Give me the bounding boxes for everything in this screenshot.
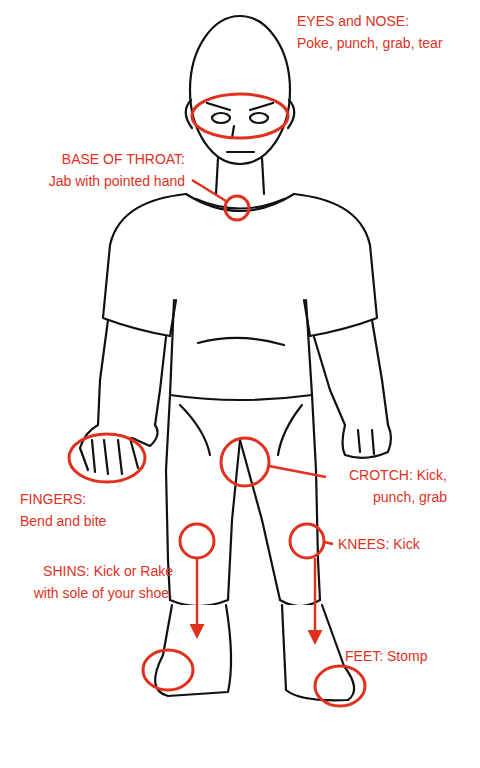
callout-label: Poke, punch, grab, tear bbox=[297, 32, 443, 54]
leader-line bbox=[269, 466, 326, 477]
fingers-target bbox=[69, 434, 145, 482]
callout-label-box: Bend and bite bbox=[20, 510, 106, 532]
leader-lines bbox=[192, 180, 333, 642]
callout-label: FINGERS: bbox=[20, 488, 86, 510]
callout-label-box: Jab with pointed hand bbox=[49, 170, 185, 192]
crotch-target bbox=[221, 438, 269, 486]
callout-label: Jab with pointed hand bbox=[49, 170, 185, 192]
leader-line bbox=[324, 542, 333, 544]
foot-target bbox=[315, 666, 365, 706]
eyes-target bbox=[192, 94, 288, 138]
arrow-line bbox=[314, 558, 317, 642]
arrow-line bbox=[196, 558, 199, 636]
callout-label: BASE OF THROAT: bbox=[62, 148, 185, 170]
knee-target bbox=[180, 524, 214, 558]
leader-line bbox=[192, 180, 226, 201]
callout-label-box: SHINS: Kick or Rake with sole of your sh… bbox=[21, 560, 173, 604]
callout-label-box: FEET: Stomp bbox=[345, 645, 427, 667]
callout-label: EYES and NOSE: bbox=[297, 10, 409, 32]
callout-label: CROTCH: Kick, punch, grab bbox=[335, 464, 447, 508]
throat-target bbox=[225, 196, 249, 220]
callout-label: KNEES: Kick bbox=[338, 533, 420, 555]
callout-label-box: KNEES: Kick bbox=[338, 533, 420, 555]
callout-label-box: CROTCH: Kick, punch, grab bbox=[335, 464, 447, 508]
callout-label: Bend and bite bbox=[20, 510, 106, 532]
callout-label: FEET: Stomp bbox=[345, 645, 427, 667]
callout-label: SHINS: Kick or Rake with sole of your sh… bbox=[21, 560, 173, 604]
knee-target bbox=[290, 524, 324, 558]
foot-target bbox=[143, 650, 193, 690]
callout-label-box: FINGERS: bbox=[20, 488, 86, 510]
callout-label-box: Poke, punch, grab, tear bbox=[297, 32, 443, 54]
callout-label-box: BASE OF THROAT: bbox=[62, 148, 185, 170]
callout-label-box: EYES and NOSE: bbox=[297, 10, 409, 32]
